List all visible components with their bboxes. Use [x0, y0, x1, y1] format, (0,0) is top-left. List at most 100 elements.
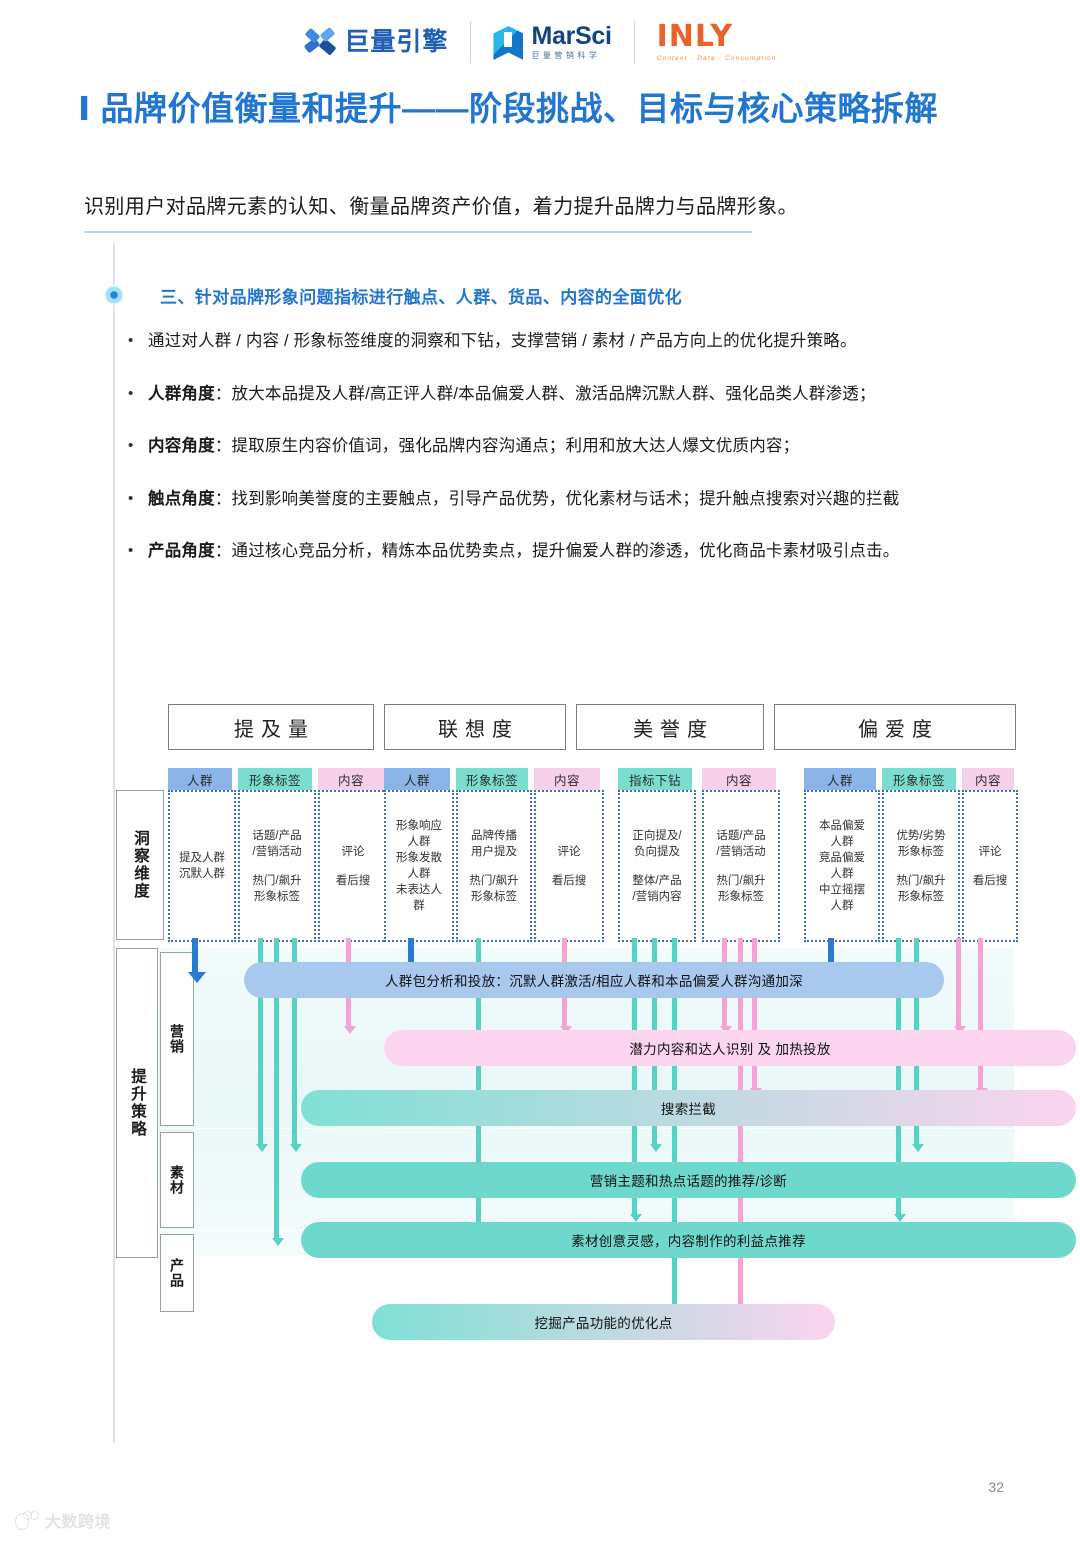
bullet-item: • 通过对人群 / 内容 / 形象标签维度的洞察和下钻，支撑营销 / 素材 / 产… — [128, 328, 1028, 354]
bullet-dot-icon: • — [128, 489, 134, 507]
dimension-tag: 人群 — [804, 768, 876, 791]
connector-line — [751, 938, 757, 1088]
connector-line — [631, 938, 637, 1214]
dimension-tag: 人群 — [168, 768, 232, 791]
timeline-dot-icon — [104, 285, 124, 305]
insight-group-text: 话题/产品/营销活动 — [252, 829, 302, 858]
arrow-head-icon — [290, 1144, 302, 1152]
dimension-tag: 内容 — [318, 768, 384, 791]
connector-line — [191, 938, 198, 972]
bullet-label: 产品角度 — [148, 542, 215, 560]
marsci-logo-subtext: 巨量营销科学 — [531, 51, 601, 60]
inly-logo-text: INLY — [656, 18, 734, 54]
strategy-pill-layer: 人群包分析和投放：沉默人群激活/相应人群和本品偏爱人群沟通加深潜力内容和达人识别… — [168, 948, 1076, 1340]
content-pill: 潜力内容和达人识别 及 加热投放 — [384, 1030, 1076, 1066]
arrow-head-icon — [894, 1214, 906, 1222]
connector-line — [895, 938, 901, 1214]
watermark: 大数跨境 — [14, 1508, 111, 1532]
kpi-box: 偏爱度 — [774, 704, 1016, 750]
dimension-tag: 形象标签 — [456, 768, 528, 791]
dimension-tag-strip: 人群形象标签内容人群形象标签内容指标下钻内容人群形象标签内容 — [168, 768, 1014, 792]
connector-line — [827, 938, 834, 972]
insight-box: 话题/产品/营销活动热门/飙升形象标签 — [702, 790, 780, 942]
feature-pill: 挖掘产品功能的优化点 — [372, 1304, 835, 1340]
insight-group-text: 评论 — [978, 845, 1002, 858]
bullet-text: 触点角度：找到影响美誉度的主要触点，引导产品优势，优化素材与话术；提升触点搜索对… — [148, 489, 900, 508]
logo-bar: 巨量引擎 MarSci 巨量营销科学 INLY Content · Data ·… — [0, 14, 1080, 70]
arrow-head-icon — [912, 1144, 924, 1152]
connector-line — [407, 938, 414, 972]
insight-group-text: 看后搜 — [972, 874, 1008, 887]
bullet-item: • 触点角度：找到影响美誉度的主要触点，引导产品优势，优化素材与话术；提升触点搜索… — [128, 486, 1028, 512]
connector-line — [977, 938, 983, 1088]
insight-group-text: 看后搜 — [335, 874, 371, 887]
connector-line — [671, 938, 677, 1328]
bullet-label: 触点角度 — [148, 489, 215, 508]
bullet-dot-icon: • — [128, 384, 134, 402]
bullet-dot-icon: • — [128, 332, 134, 349]
connector-line — [475, 938, 481, 1228]
product-row-label-text: 产品 — [169, 1258, 185, 1288]
arrow-head-icon — [187, 972, 206, 983]
connector-line — [257, 938, 263, 1144]
band-separator-1 — [150, 1128, 1014, 1129]
topic-pill: 营销主题和热点话题的推荐/诊断 — [301, 1162, 1076, 1198]
insight-group-text: 整体/产品/营销内容 — [632, 874, 682, 903]
insight-group-text: 形象响应人群形象发散人群未表达人群 — [396, 820, 442, 912]
kpi-header-row: 提及量联想度美誉度偏爱度 — [168, 704, 1016, 750]
bullet-text: 内容角度：提取原生内容价值词，强化品牌内容沟通点；利用和放大达人爆文优质内容； — [148, 437, 800, 455]
bullet-item: •内容角度：提取原生内容价值词，强化品牌内容沟通点；利用和放大达人爆文优质内容； — [128, 433, 1028, 459]
insight-group-text: 正向提及/负向提及 — [632, 829, 682, 858]
arrow-head-icon — [272, 1238, 284, 1246]
inly-logo-subtext: Content · Data · Consumption — [656, 54, 777, 62]
insight-group-text: 优势/劣势形象标签 — [896, 829, 946, 858]
watermark-text: 大数跨境 — [45, 1514, 112, 1531]
dimension-tag: 形象标签 — [882, 768, 956, 791]
timeline-line — [113, 243, 115, 1443]
logo-divider-2 — [633, 21, 635, 63]
insight-box: 品牌传播用户提及热门/飙升形象标签 — [456, 790, 532, 942]
insight-row-label-text: 洞察维度 — [132, 830, 149, 900]
bullet-text: 通过对人群 / 内容 / 形象标签维度的洞察和下钻，支撑营销 / 素材 / 产品… — [148, 332, 857, 350]
insight-box: 评论看后搜 — [534, 790, 604, 942]
kpi-box: 提及量 — [168, 704, 374, 750]
material-row-label-text: 素材 — [169, 1165, 185, 1195]
insight-box: 正向提及/负向提及整体/产品/营销内容 — [618, 790, 696, 942]
juliang-logo-icon — [303, 25, 337, 59]
insight-group-text: 评论 — [341, 845, 365, 858]
creative-pill: 素材创意灵感，内容制作的利益点推荐 — [301, 1222, 1076, 1258]
insight-group-text: 热门/飙升形象标签 — [896, 874, 946, 903]
dimension-tag: 内容 — [962, 768, 1014, 791]
strategy-row-label: 提升策略 — [116, 948, 158, 1258]
audience-pill: 人群包分析和投放：沉默人群激活/相应人群和本品偏爱人群沟通加深 — [244, 962, 944, 998]
insight-group-text: 热门/飙升形象标签 — [252, 874, 302, 903]
page-number: 32 — [988, 1479, 1004, 1495]
dimension-tag: 形象标签 — [238, 768, 312, 791]
insight-group-text: 品牌传播用户提及 — [471, 829, 517, 858]
insight-box: 形象响应人群形象发散人群未表达人群 — [384, 790, 454, 942]
insight-group-text: 话题/产品/营销活动 — [716, 829, 766, 858]
connector-line — [955, 938, 961, 1026]
insight-row-label: 洞察维度 — [116, 790, 164, 940]
dimension-tag: 内容 — [702, 768, 776, 791]
insight-box: 话题/产品/营销活动热门/飙升形象标签 — [238, 790, 316, 942]
dimension-tag: 内容 — [534, 768, 600, 791]
logo-marsci: MarSci 巨量营销科学 — [471, 14, 633, 70]
insight-group-text: 热门/飙升形象标签 — [469, 874, 519, 903]
insight-box: 优势/劣势形象标签热门/飙升形象标签 — [882, 790, 960, 942]
bullet-dot-icon: • — [128, 542, 134, 559]
strategy-diagram: 提及量联想度美誉度偏爱度 人群形象标签内容人群形象标签内容指标下钻内容人群形象标… — [116, 700, 1076, 1340]
material-row-label: 素材 — [160, 1132, 194, 1228]
connector-line — [737, 938, 743, 1328]
bullet-label: 内容角度 — [148, 437, 215, 455]
insight-box: 评论看后搜 — [318, 790, 388, 942]
title-divider — [84, 231, 752, 233]
logo-divider-1 — [470, 21, 472, 63]
bullet-label: 人群角度 — [148, 384, 215, 403]
insight-group-text: 本品偏爱人群竞品偏爱人群中立摇摆人群 — [819, 820, 865, 912]
connector-line — [273, 938, 279, 1238]
marketing-row-label-text: 营销 — [169, 1024, 185, 1054]
insight-group-text: 热门/飙升形象标签 — [716, 874, 766, 903]
arrow-head-icon — [630, 1214, 642, 1222]
